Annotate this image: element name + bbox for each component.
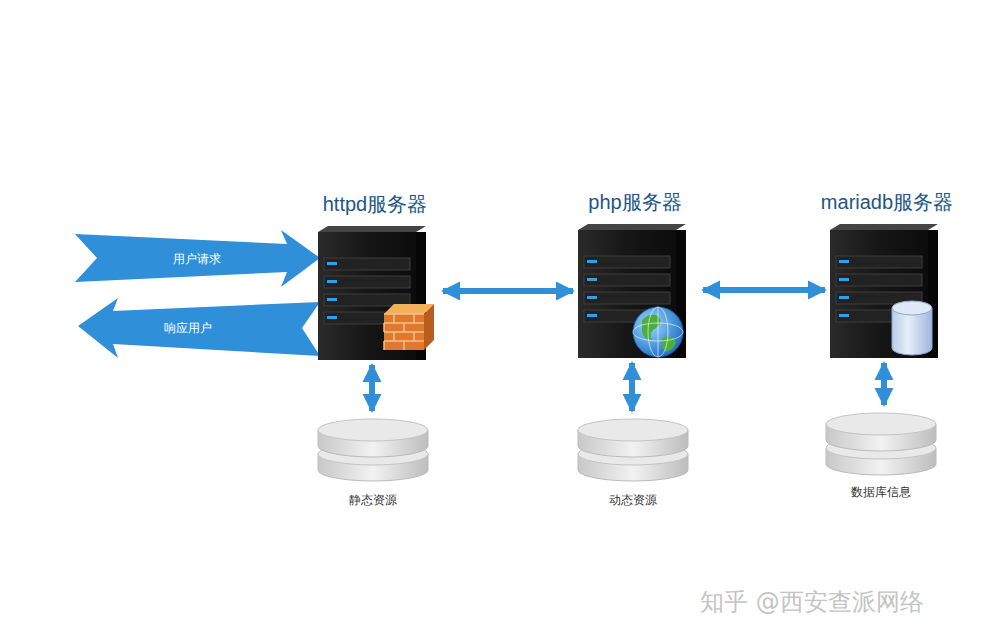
server-title: httpd服务器: [323, 192, 427, 216]
arrow-label: 用户请求: [173, 251, 221, 267]
httpd-server-icon: [300, 192, 450, 360]
httpd-server: httpd服务器: [300, 192, 450, 360]
double-arrow: [881, 363, 887, 405]
mariadb-server-icon: [812, 190, 962, 358]
request-arrow: 用户请求: [75, 230, 320, 287]
watermark: 知乎 @西安查派网络: [700, 586, 924, 618]
mariadb-server: mariadb服务器: [812, 190, 962, 358]
server-title: mariadb服务器: [821, 190, 953, 214]
storage-label: 数据库信息: [851, 484, 911, 500]
response-arrow: 响应用户: [78, 298, 320, 358]
storage-disk: 动态资源: [570, 416, 696, 508]
storage-label: 静态资源: [349, 492, 397, 508]
php-server-icon: [560, 190, 710, 358]
double-arrow: [629, 363, 635, 411]
php-server: php服务器: [560, 190, 710, 358]
storage-disk: 静态资源: [310, 416, 436, 508]
arrow-label: 响应用户: [164, 320, 212, 336]
storage-label: 动态资源: [609, 492, 657, 508]
double-arrow: [443, 288, 573, 294]
double-arrow: [703, 287, 825, 293]
storage-disk: 数据库信息: [818, 410, 944, 500]
server-title: php服务器: [588, 190, 681, 214]
double-arrow: [369, 365, 375, 411]
